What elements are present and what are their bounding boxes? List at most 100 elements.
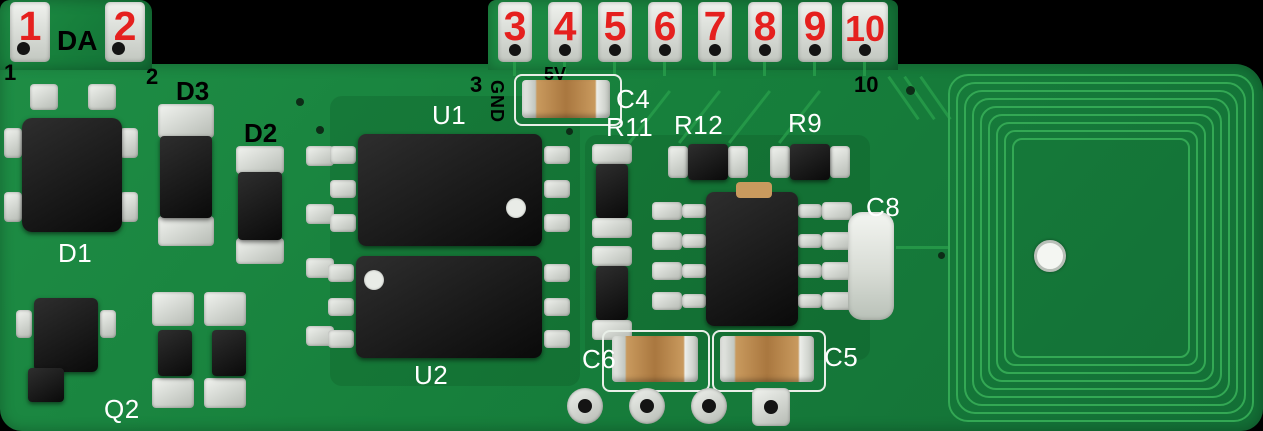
copper-trace — [813, 60, 816, 76]
solder-pad — [88, 84, 116, 110]
resistor-r9 — [790, 144, 830, 180]
pin-pad-5: 5 — [598, 2, 632, 62]
ic-lead — [682, 294, 706, 308]
antenna-ring — [996, 122, 1206, 374]
copper-trace — [563, 60, 566, 76]
solder-pad — [204, 378, 246, 408]
ic-lead — [682, 204, 706, 218]
through-hole-pad — [567, 388, 603, 424]
pin-number-10: 10 — [844, 8, 886, 49]
solder-pad — [822, 292, 852, 310]
solder-pad — [822, 202, 852, 220]
solder-pad — [822, 232, 852, 250]
via-hole — [316, 126, 324, 134]
copper-trace — [713, 60, 716, 76]
pin-hole — [559, 44, 571, 56]
solder-pad — [652, 292, 682, 310]
silk-pin10-label: 10 — [854, 72, 879, 97]
silk-pin3-label: 3 — [470, 72, 483, 97]
pin-pad-2: 2 — [105, 2, 145, 62]
solder-pad — [204, 292, 246, 326]
capacitor-c4 — [522, 80, 610, 118]
copper-trace — [613, 60, 616, 76]
copper-trace — [663, 60, 666, 76]
label-u2: U2 — [414, 360, 449, 390]
solder-pad — [770, 146, 790, 178]
solder-pad — [330, 146, 356, 164]
solder-pad — [158, 104, 214, 138]
solder-pad — [306, 204, 334, 224]
capacitor-c6 — [612, 336, 698, 382]
solder-pad — [100, 310, 116, 338]
resistor-r11-b — [596, 266, 628, 320]
transistor-q2-tab — [28, 368, 64, 402]
solder-pad — [592, 144, 632, 164]
solder-pad — [152, 292, 194, 326]
silk-pin2-label: 2 — [146, 64, 159, 89]
via-hole — [296, 98, 304, 106]
ic-lead — [798, 264, 822, 278]
resistor-r12 — [688, 144, 728, 180]
solder-pad — [544, 298, 570, 316]
pin-pad-1: 1 — [10, 2, 50, 62]
via-hole — [906, 86, 915, 95]
solder-pad — [830, 146, 850, 178]
pin-number-6: 6 — [653, 3, 677, 49]
diode-d3 — [160, 136, 212, 218]
drill-hole — [640, 399, 654, 413]
pin-pad-4: 4 — [548, 2, 582, 62]
silk-da-label: DA — [57, 25, 98, 56]
pin-pad-10: 10 — [842, 2, 888, 62]
antenna-ring — [972, 98, 1230, 398]
pin-hole — [759, 44, 771, 56]
solder-pad — [306, 146, 334, 166]
solder-pad — [822, 262, 852, 280]
transistor-q2 — [34, 298, 98, 372]
pin-hole — [659, 44, 671, 56]
solder-pad — [328, 264, 354, 282]
solder-pad — [120, 192, 138, 222]
copper-trace — [863, 60, 866, 76]
pin-hole — [112, 42, 125, 55]
label-c8: C8 — [866, 192, 901, 222]
label-q2: Q2 — [104, 394, 140, 424]
antenna-ring — [1004, 130, 1198, 366]
c4-silk-outline — [514, 74, 622, 126]
pin-number-8: 8 — [753, 3, 777, 49]
solder-pad — [330, 214, 356, 232]
pin-hole — [609, 44, 621, 56]
label-d1: D1 — [58, 238, 93, 268]
capacitor-c5 — [720, 336, 814, 382]
label-r12: R12 — [674, 110, 724, 140]
solder-pad — [728, 146, 748, 178]
drill-hole — [764, 400, 778, 414]
solder-pad — [544, 146, 570, 164]
ic-soic8 — [706, 192, 798, 326]
pin-pad-3: 3 — [498, 2, 532, 62]
pin-number-5: 5 — [603, 3, 627, 49]
solder-pad — [544, 330, 570, 348]
ic-u2-pin1-dot — [364, 270, 384, 290]
antenna-ring — [1012, 138, 1190, 358]
label-c5: C5 — [824, 342, 859, 372]
solder-pad — [120, 128, 138, 158]
ic-u1-pin1-dot — [506, 198, 526, 218]
bridge-rectifier-d1 — [22, 118, 122, 232]
drill-hole — [702, 399, 716, 413]
pin-hole — [809, 44, 821, 56]
ic-u1 — [358, 134, 542, 246]
solder-pad — [544, 214, 570, 232]
label-d3: D3 — [176, 76, 210, 106]
label-c6: C6 — [582, 344, 617, 374]
ic-lead — [798, 234, 822, 248]
pin-hole — [17, 42, 30, 55]
resistor-chip — [212, 330, 246, 376]
silk-gnd-label: GND — [487, 80, 507, 123]
solder-pad — [306, 326, 334, 346]
label-d2: D2 — [244, 118, 278, 148]
solder-pad — [328, 298, 354, 316]
antenna-ring — [964, 90, 1238, 406]
pin-hole — [709, 44, 721, 56]
solder-pad — [4, 192, 22, 222]
nfc-antenna-coil — [948, 74, 1254, 422]
